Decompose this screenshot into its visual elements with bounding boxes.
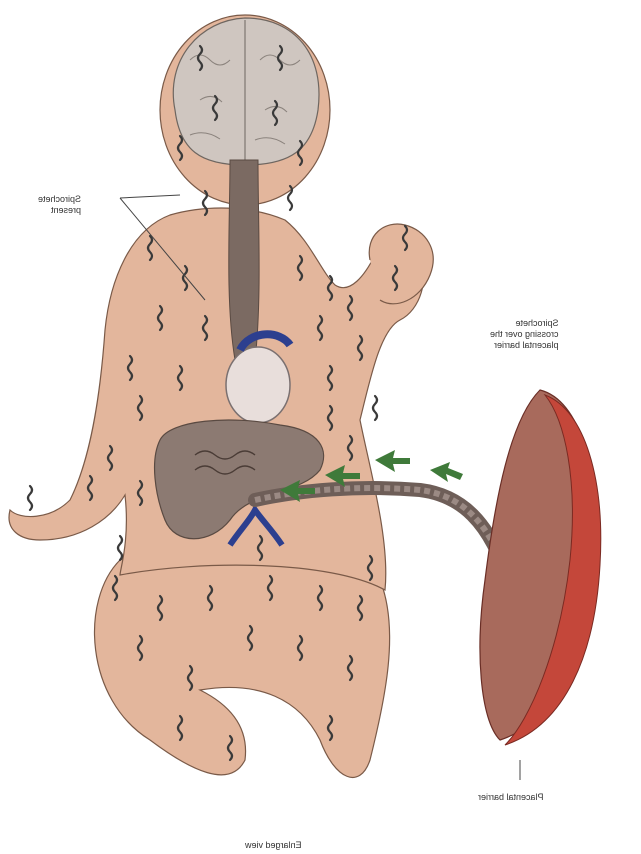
spirochete-icon — [373, 396, 377, 420]
spirochete-icon — [28, 486, 32, 510]
infant-legs — [95, 543, 390, 778]
vascular-trunk — [229, 160, 259, 360]
infant-arm — [369, 224, 433, 304]
infant-figure — [9, 15, 433, 777]
placenta — [480, 390, 601, 745]
brain — [173, 18, 319, 165]
label-enlarged-view: Enlarged view — [245, 840, 302, 851]
label-spirochete-crossing: Spirochete crossing over the placental b… — [490, 318, 559, 351]
spirochete-icon — [118, 536, 122, 560]
heart — [226, 347, 290, 423]
label-spirochete-present: Spirochete present — [38, 194, 81, 216]
label-placental-barrier: Placental barrier — [478, 792, 544, 803]
